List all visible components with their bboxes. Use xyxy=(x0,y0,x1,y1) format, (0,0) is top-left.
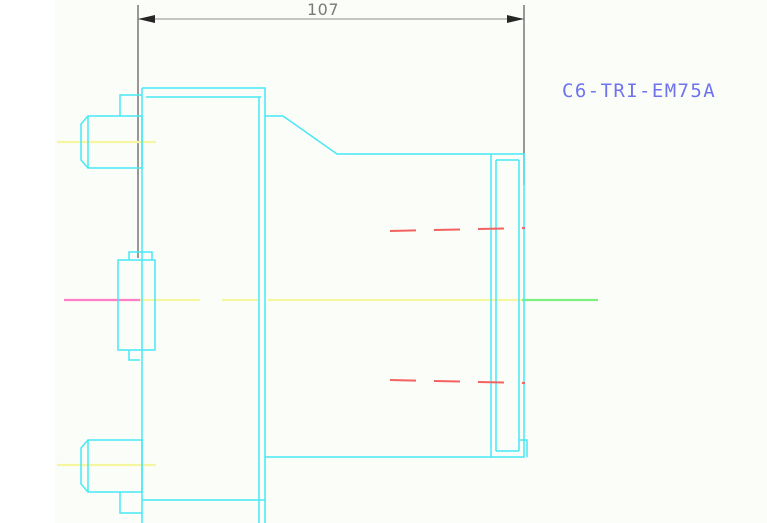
center-block-top-stub xyxy=(128,251,153,260)
nose-outer-outline xyxy=(491,153,525,458)
upper-hidden-line xyxy=(389,227,526,232)
nose-bottom-step xyxy=(519,439,528,457)
hidden-lines-group xyxy=(389,227,526,384)
lower-hidden-line xyxy=(389,379,526,384)
upper-taper-profile xyxy=(265,115,491,155)
drawing-sheet-background xyxy=(55,0,767,523)
jaw-centerlines-group xyxy=(57,140,156,467)
upper-jaw-notch xyxy=(119,94,142,116)
chuck-body-outline xyxy=(142,87,266,523)
center-block-outline xyxy=(117,259,156,351)
part-outline-group xyxy=(80,87,528,523)
lower-jaw-notch xyxy=(119,492,142,514)
dimension-arrow-left xyxy=(138,15,155,23)
center-block-bottom-stub xyxy=(128,350,140,361)
dimension-arrow-right xyxy=(507,15,524,23)
